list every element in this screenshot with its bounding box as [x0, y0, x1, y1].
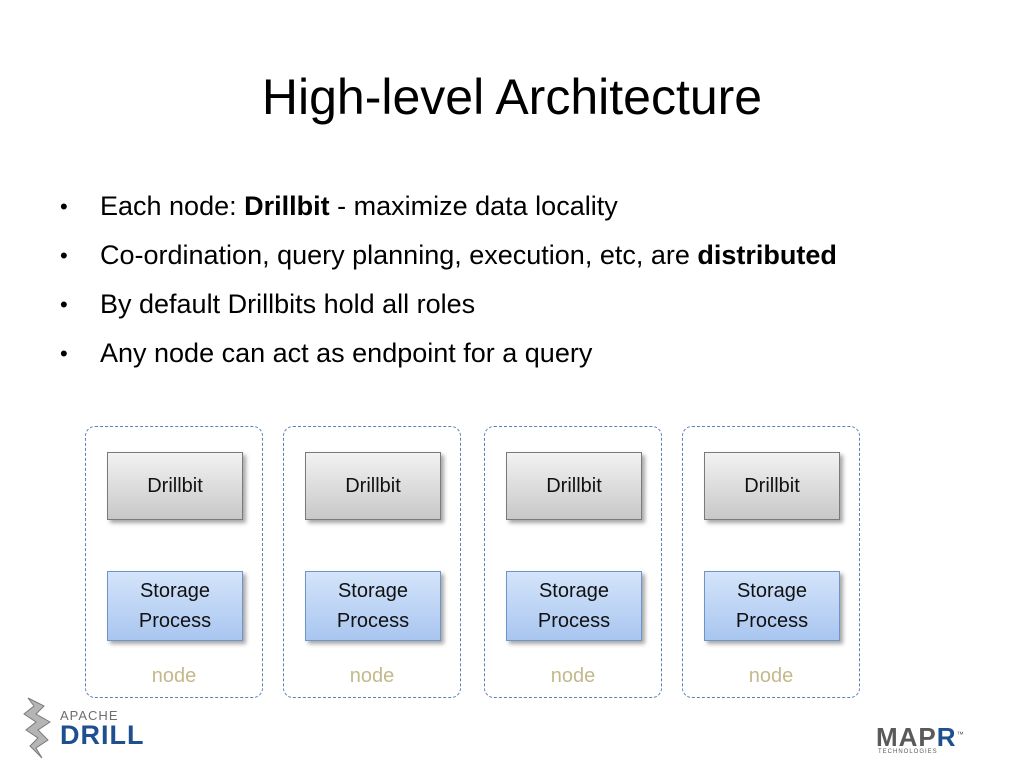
bullet-icon: • — [60, 292, 68, 317]
bullet-icon: • — [60, 243, 68, 268]
drill-bit-icon — [23, 697, 51, 759]
drillbit-box: Drillbit — [704, 452, 840, 520]
bullet-item: •Co-ordination, query planning, executio… — [60, 231, 1000, 280]
bullet-list: •Each node: Drillbit - maximize data loc… — [60, 182, 1000, 378]
mapr-logo: MAPR™ TECHNOLOGIES — [876, 722, 965, 755]
drillbit-box: Drillbit — [506, 452, 642, 520]
apache-drill-logo: APACHE DRILL — [22, 696, 172, 760]
node-label: node — [151, 665, 197, 687]
drillbit-box: Drillbit — [107, 452, 243, 520]
node-label: node — [349, 665, 395, 687]
drillbit-box: Drillbit — [305, 452, 441, 520]
bullet-item: •By default Drillbits hold all roles — [60, 280, 1000, 329]
bullet-icon: • — [60, 341, 68, 366]
bullet-icon: • — [60, 194, 68, 219]
bullet-item: •Any node can act as endpoint for a quer… — [60, 329, 1000, 378]
node-label: node — [748, 665, 794, 687]
slide-title: High-level Architecture — [261, 69, 763, 125]
bullet-item: •Each node: Drillbit - maximize data loc… — [60, 182, 1000, 231]
apache-wordmark: APACHE — [60, 708, 119, 723]
node-label: node — [550, 665, 596, 687]
drill-wordmark: DRILL — [60, 720, 145, 750]
